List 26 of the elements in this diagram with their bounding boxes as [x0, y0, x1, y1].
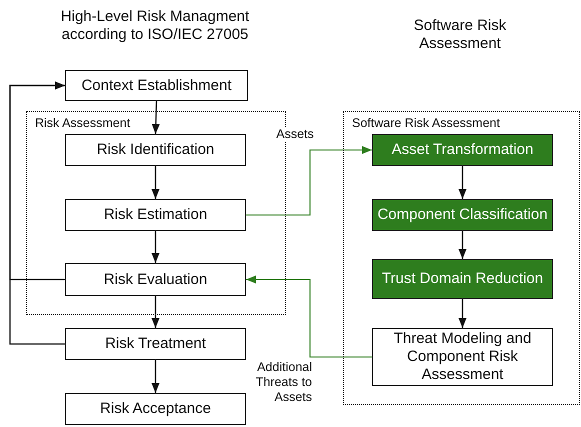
process-box: Threat Modeling and Component Risk Assessment — [372, 328, 553, 386]
arrow — [152, 100, 160, 134]
process-box: Risk Estimation — [65, 199, 246, 231]
arrow — [152, 296, 160, 328]
arrow — [152, 166, 160, 199]
arrow — [458, 231, 466, 259]
arrow — [9, 82, 65, 345]
process-box: Risk Treatment — [65, 328, 246, 360]
arrow — [458, 166, 466, 199]
dotted-group-frame — [343, 111, 580, 405]
process-box: Risk Evaluation — [65, 263, 246, 296]
group-title: Risk Assessment — [35, 116, 130, 130]
process-box: Asset Transformation — [372, 134, 553, 166]
arrow — [152, 231, 160, 263]
process-box: Risk Identification — [65, 134, 246, 166]
arrow — [458, 299, 466, 328]
arrow — [246, 146, 372, 216]
group-title: Software Risk Assessment — [352, 116, 500, 130]
arrow — [246, 276, 372, 358]
column-heading: High-Level Risk Managment according to ISO/IEC 27005 — [60, 8, 250, 44]
process-box: Component Classification — [372, 199, 553, 231]
process-box: Trust Domain Reduction — [372, 259, 553, 299]
process-box: Risk Acceptance — [65, 393, 246, 425]
arrow — [152, 360, 160, 393]
column-heading: Software Risk Assessment — [412, 17, 508, 53]
process-box: Context Establishment — [65, 70, 248, 101]
